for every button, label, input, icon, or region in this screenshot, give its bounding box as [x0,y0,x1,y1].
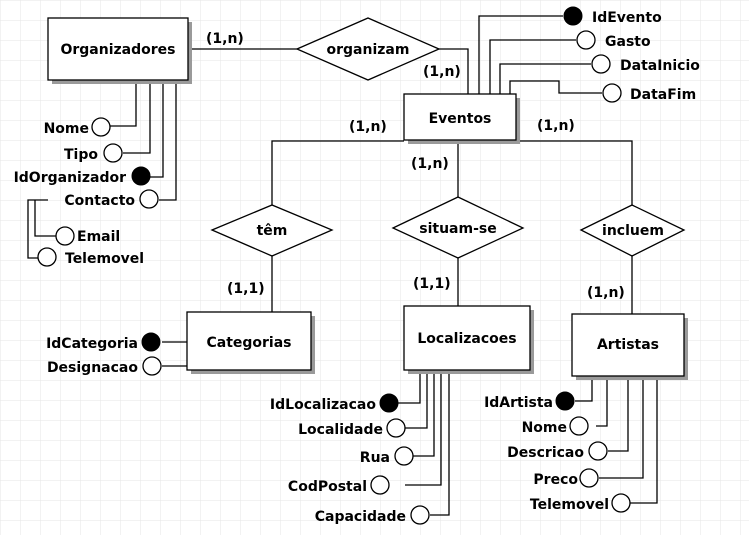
attribute-label: IdArtista [484,395,553,411]
attribute-circle [103,143,123,163]
cardinality-label: (1,1) [413,276,451,292]
cardinality-label: (1,n) [349,119,387,135]
attribute-circle [91,117,111,137]
cardinalities: (1,n) (1,n) (1,n) (1,n) (1,n) (1,1) (1,1… [206,31,625,301]
attribute-label: IdLocalizacao [270,397,376,413]
attribute-circle [394,446,414,466]
relationship-tem[interactable]: têm [210,204,334,257]
connectors [27,15,658,516]
attribute-label: CodPostal [288,479,367,495]
entity-label: Artistas [597,337,659,353]
attribute-circle [139,189,159,209]
attributes-organizadores: Nome Tipo IdOrganizador Contacto Email T… [14,117,159,267]
relationship-label: têm [257,223,288,239]
relationship-label: situam-se [419,221,496,237]
attribute-circle [602,83,622,103]
attribute-label: Nome [522,420,567,436]
attribute-label: Contacto [64,193,135,209]
attributes-artistas: IdArtista Nome Descricao Preco Telemovel [484,391,631,513]
attribute-circle [576,30,596,50]
cardinality-label: (1,n) [411,156,449,172]
entity-artistas[interactable]: Artistas [571,313,688,380]
attribute-circle [591,54,611,74]
entity-label: Categorias [206,335,291,351]
attributes-categorias: IdCategoria Designacao [46,332,162,376]
relationship-incluem[interactable]: incluem [579,204,686,257]
relationship-situam[interactable]: situam-se [391,196,525,259]
entity-label: Organizadores [60,42,175,58]
key-attribute-circle [379,393,399,413]
attribute-circle [611,493,631,513]
relationship-organizam[interactable]: organizam [295,17,441,81]
entity-categorias[interactable]: Categorias [186,311,315,374]
relationship-label: incluem [602,223,664,239]
attribute-circle [569,416,589,436]
relationship-label: organizam [327,42,410,58]
attribute-label: Nome [44,121,89,137]
attribute-label: DataInicio [620,58,700,74]
key-attribute-circle [141,332,161,352]
attributes-localizacoes: IdLocalizacao Localidade Rua CodPostal C… [270,393,430,525]
entity-organizadores[interactable]: Organizadores [47,17,192,84]
entity-label: Eventos [429,111,492,127]
cardinality-label: (1,n) [206,31,244,47]
attribute-label: IdCategoria [46,336,138,352]
attribute-circle [410,505,430,525]
attribute-circle [142,356,162,376]
attribute-label: Localidade [298,422,383,438]
attribute-circle [588,441,608,461]
cardinality-label: (1,1) [227,281,265,297]
key-attribute-circle [131,166,151,186]
attribute-label: Email [77,229,120,245]
attribute-label: Preco [533,472,578,488]
attribute-label: Telemovel [65,251,144,267]
key-attribute-circle [563,6,583,26]
attribute-label: IdEvento [592,10,662,26]
attribute-circle [37,247,57,267]
attribute-label: Gasto [605,34,651,50]
cardinality-label: (1,n) [537,118,575,134]
cardinality-label: (1,n) [423,64,461,80]
entity-eventos[interactable]: Eventos [403,93,520,144]
attribute-label: DataFim [630,87,696,103]
attribute-label: Designacao [47,360,138,376]
attribute-label: Telemovel [530,497,609,513]
attribute-label: IdOrganizador [14,170,127,186]
cardinality-label: (1,n) [587,285,625,301]
attribute-circle [579,468,599,488]
attribute-circle [386,418,406,438]
attribute-label: Rua [360,450,390,466]
attribute-circle [55,226,75,246]
attributes-eventos: IdEvento Gasto DataInicio DataFim [563,6,700,103]
attribute-label: Capacidade [315,509,406,525]
entity-localizacoes[interactable]: Localizacoes [403,305,534,374]
attribute-label: Tipo [64,147,98,163]
key-attribute-circle [555,391,575,411]
entity-label: Localizacoes [417,331,516,347]
attribute-label: Descricao [507,445,584,461]
attribute-circle [370,475,390,495]
